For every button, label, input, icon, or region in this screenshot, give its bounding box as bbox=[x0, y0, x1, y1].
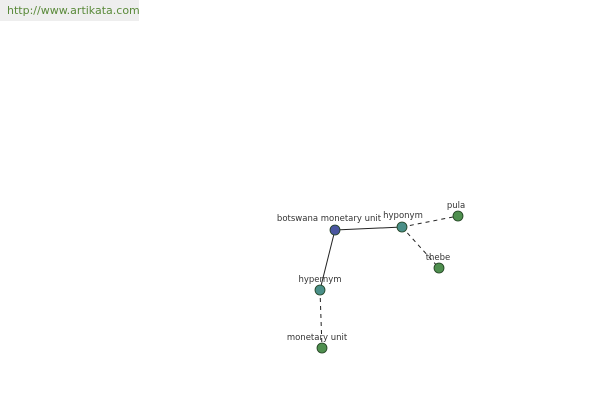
url-banner[interactable]: http://www.artikata.com bbox=[0, 0, 140, 21]
node-label-pula: pula bbox=[447, 201, 465, 211]
node-pula[interactable] bbox=[452, 210, 464, 222]
node-label-hypernym: hypernym bbox=[298, 275, 341, 285]
edge-hyponym-thebe bbox=[401, 226, 440, 269]
node-hypernym[interactable] bbox=[314, 284, 326, 296]
node-center[interactable] bbox=[329, 224, 341, 236]
edge-hyponym-pula bbox=[401, 215, 459, 228]
node-label-hyponym: hyponym bbox=[383, 211, 423, 221]
edge-hypernym-monetary_unit bbox=[319, 289, 323, 349]
graph-nodes bbox=[314, 210, 464, 354]
node-label-thebe: thebe bbox=[426, 253, 451, 263]
node-monetary-unit[interactable] bbox=[316, 342, 328, 354]
edge-center-hyponym bbox=[334, 226, 403, 231]
node-label-center: botswana monetary unit bbox=[277, 214, 382, 224]
node-thebe[interactable] bbox=[433, 262, 445, 274]
graph-edges bbox=[319, 215, 459, 349]
node-hyponym[interactable] bbox=[396, 221, 408, 233]
edge-center-hypernym bbox=[319, 229, 336, 291]
node-label-monetary-unit: monetary unit bbox=[287, 333, 348, 343]
